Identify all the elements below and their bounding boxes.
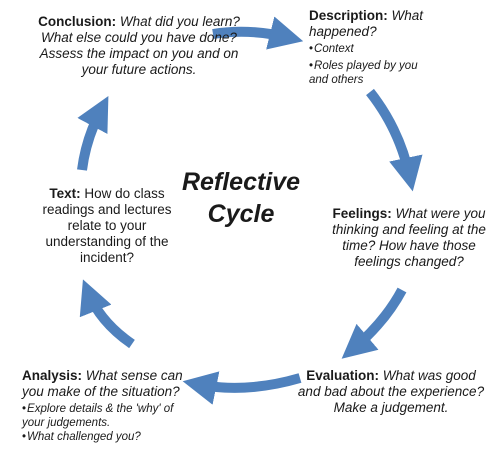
description-heading: Description:: [309, 8, 388, 23]
title-line-2: Cycle: [207, 200, 275, 228]
node-analysis: Analysis: What sense can you make of the…: [22, 368, 198, 444]
arrow-description-to-feelings: [366, 88, 423, 192]
diagram-title: Reflective Cycle: [176, 166, 306, 230]
text-heading: Text:: [49, 186, 81, 201]
node-conclusion: Conclusion: What did you learn? What els…: [34, 14, 244, 78]
conclusion-text: What did you learn? What else could you …: [39, 14, 240, 77]
node-text: Text: How do class readings and lectures…: [26, 186, 188, 266]
arrow-feelings-to-evaluation: [341, 287, 407, 359]
analysis-bullets: Explore details & the 'why' of your judg…: [22, 402, 198, 444]
description-bullet-2: Roles played by you and others: [309, 59, 439, 87]
node-feelings: Feelings: What were you thinking and fee…: [326, 206, 492, 270]
description-bullets: Context Roles played by you and others: [309, 42, 439, 87]
analysis-text: What sense can you make of the situation…: [22, 368, 183, 399]
text-body: How do class readings and lectures relat…: [42, 186, 172, 265]
feelings-text: What were you thinking and feeling at th…: [332, 206, 486, 269]
arrow-conclusion-to-description: [212, 16, 304, 50]
arrow-text-to-conclusion: [77, 95, 109, 171]
description-text: What happened?: [309, 8, 424, 39]
analysis-bullet-2: What challenged you?: [22, 430, 198, 444]
evaluation-heading: Evaluation:: [306, 368, 379, 383]
feelings-heading: Feelings:: [332, 206, 392, 221]
arrow-analysis-to-text: [79, 279, 135, 349]
title-line-1: Reflective: [181, 168, 301, 196]
description-bullet-1: Context: [309, 42, 439, 56]
node-description: Description: What happened? Context Role…: [309, 8, 439, 87]
analysis-bullet-1: Explore details & the 'why' of your judg…: [22, 402, 198, 430]
arrow-evaluation-to-analysis: [182, 371, 302, 405]
evaluation-text: What was good and bad about the experien…: [297, 368, 485, 415]
node-evaluation: Evaluation: What was good and bad about …: [296, 368, 486, 416]
analysis-heading: Analysis:: [22, 368, 83, 383]
conclusion-heading: Conclusion:: [38, 14, 117, 29]
